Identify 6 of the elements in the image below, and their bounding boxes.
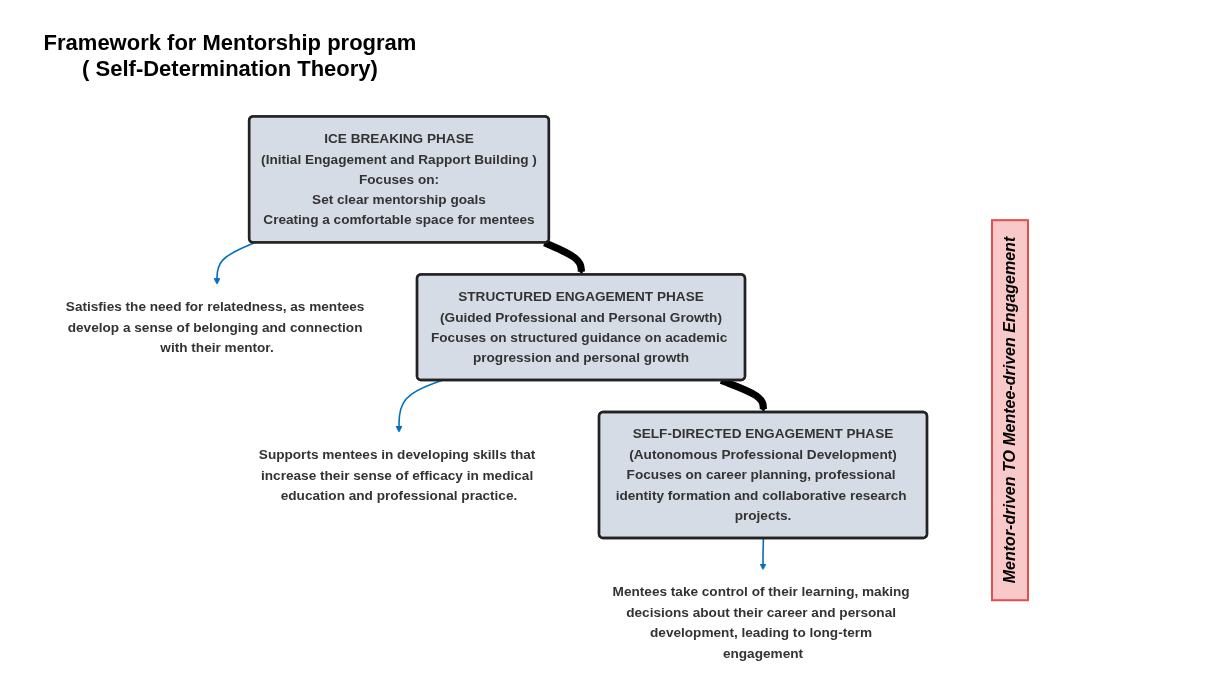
direction-arrow-label: Mentor-driven TO Mentee-driven Engagement bbox=[991, 218, 1029, 602]
node-text: Satisfies the need for relatedness, as mentees develop a sense of belonging and connection with their mentor. bbox=[65, 299, 365, 355]
node-text: Mentees take control of their learning, making decisions about their career and personal development, leading to long-term engagement bbox=[612, 584, 910, 661]
node-text: Supports mentees in developing skills that increase their sense of efficacy in medical education and professional practice. bbox=[258, 446, 536, 503]
diagram-title: Framework for Mentorship program ( Self-Determination Theory) bbox=[42, 30, 418, 82]
arrow bbox=[543, 239, 585, 276]
